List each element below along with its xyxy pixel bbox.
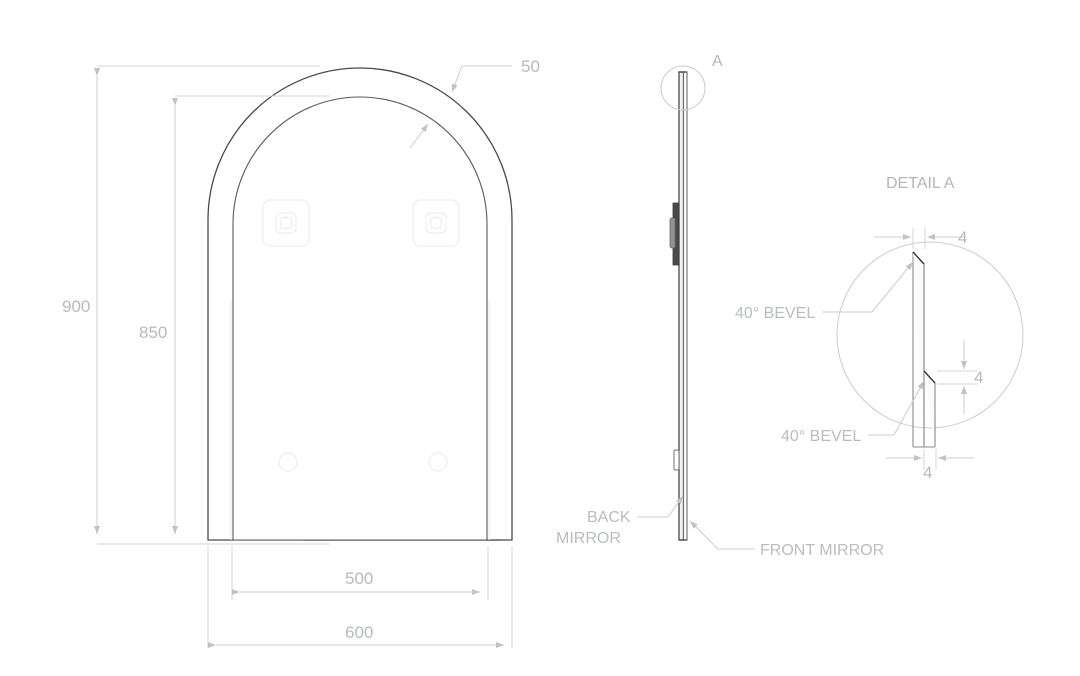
detail-front-face — [912, 251, 925, 447]
detail-bevel-top-edge — [912, 251, 925, 265]
side-profile-back — [678, 71, 685, 541]
dim-850-text: 850 — [139, 323, 167, 342]
detail-bevel-lower-edge — [923, 370, 936, 384]
mounting-bracket-right — [412, 199, 460, 247]
detail-a-view: DETAIL A 4 4 — [735, 175, 1024, 482]
mounting-bracket-left — [262, 199, 310, 247]
inner-mirror-shape — [232, 96, 488, 541]
dimension-mirror-width: 500 — [231, 546, 489, 600]
detail-marker-label: A — [712, 53, 723, 70]
label-front-mirror: FRONT MIRROR — [689, 520, 884, 559]
mount-hole-left — [278, 452, 298, 472]
label-back-mirror: BACK MIRROR — [556, 495, 684, 547]
detail-dim-step-text: 4 — [974, 368, 983, 387]
detail-a-boundary-circle — [836, 241, 1024, 429]
dimension-overall-width: 600 — [207, 546, 513, 648]
back-mirror-line1: BACK — [587, 509, 631, 526]
callout-bevel-upper: 40° BEVEL — [735, 261, 914, 322]
detail-marker-circle — [660, 65, 706, 111]
detail-dim-top-text: 4 — [958, 228, 967, 247]
dim-900-text: 900 — [62, 297, 90, 316]
front-elevation-view: 900 850 500 600 50 — [62, 57, 540, 648]
dimension-mirror-height: 850 — [139, 95, 330, 545]
wall-bracket-clip — [669, 217, 676, 249]
callout-bevel-lower: 40° BEVEL — [781, 380, 925, 445]
dimension-detail-step-height: 4 — [937, 340, 983, 414]
callout-50-text: 50 — [521, 57, 540, 76]
bevel-lower-text: 40° BEVEL — [781, 428, 861, 445]
dimension-detail-top-thickness: 4 — [874, 228, 967, 249]
detail-a-title: DETAIL A — [886, 175, 955, 192]
dimension-detail-bottom-thickness: 4 — [886, 449, 974, 482]
bevel-upper-text: 40° BEVEL — [735, 305, 815, 322]
side-profile-front — [682, 71, 688, 541]
dim-600-text: 600 — [345, 623, 373, 642]
bottom-spacer — [673, 449, 680, 471]
detail-step-face — [923, 370, 936, 447]
back-mirror-line2: MIRROR — [556, 530, 621, 547]
detail-dim-bottom-text: 4 — [923, 463, 932, 482]
front-mirror-label: FRONT MIRROR — [760, 542, 884, 559]
callout-frame-band-width: 50 — [409, 57, 540, 149]
side-section-view: A BACK MIRROR FRONT MIRROR — [556, 53, 884, 559]
dim-500-text: 500 — [345, 569, 373, 588]
mount-hole-right — [428, 452, 448, 472]
